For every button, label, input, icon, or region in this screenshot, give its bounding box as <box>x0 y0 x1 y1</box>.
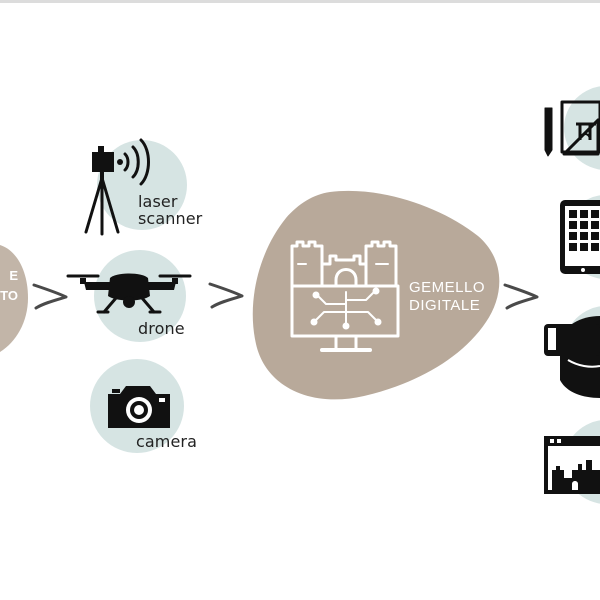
arrow-3 <box>503 283 539 310</box>
vr-headset-icon <box>544 316 600 398</box>
source-blob <box>0 245 28 352</box>
laser-scanner-icon <box>84 138 150 236</box>
digital-twin-line2: DIGITALE <box>409 297 481 314</box>
output-bubble-1 <box>564 86 600 170</box>
drone-label: drone <box>138 319 185 338</box>
web-browser-castle-icon <box>544 436 600 494</box>
drone-icon <box>66 273 192 314</box>
source-label: E TO <box>0 266 18 306</box>
castle-monitor-icon <box>290 240 400 352</box>
arrow-1 <box>32 283 68 310</box>
digital-twin-label: GEMELLO DIGITALE <box>409 279 485 315</box>
laser-label-line2: scanner <box>138 209 203 228</box>
source-label-line2: TO <box>0 288 18 303</box>
top-border <box>0 0 600 3</box>
technical-drawing-icon <box>544 100 600 157</box>
laser-label-line1: laser <box>138 192 178 211</box>
camera-label: camera <box>136 432 198 451</box>
tablet-icon <box>560 200 600 274</box>
source-label-line1: E <box>9 268 18 283</box>
laser-scanner-label: laser scanner <box>138 193 202 227</box>
digital-twin-line1: GEMELLO <box>409 279 486 296</box>
arrow-2 <box>208 282 244 309</box>
camera-icon <box>108 386 170 428</box>
